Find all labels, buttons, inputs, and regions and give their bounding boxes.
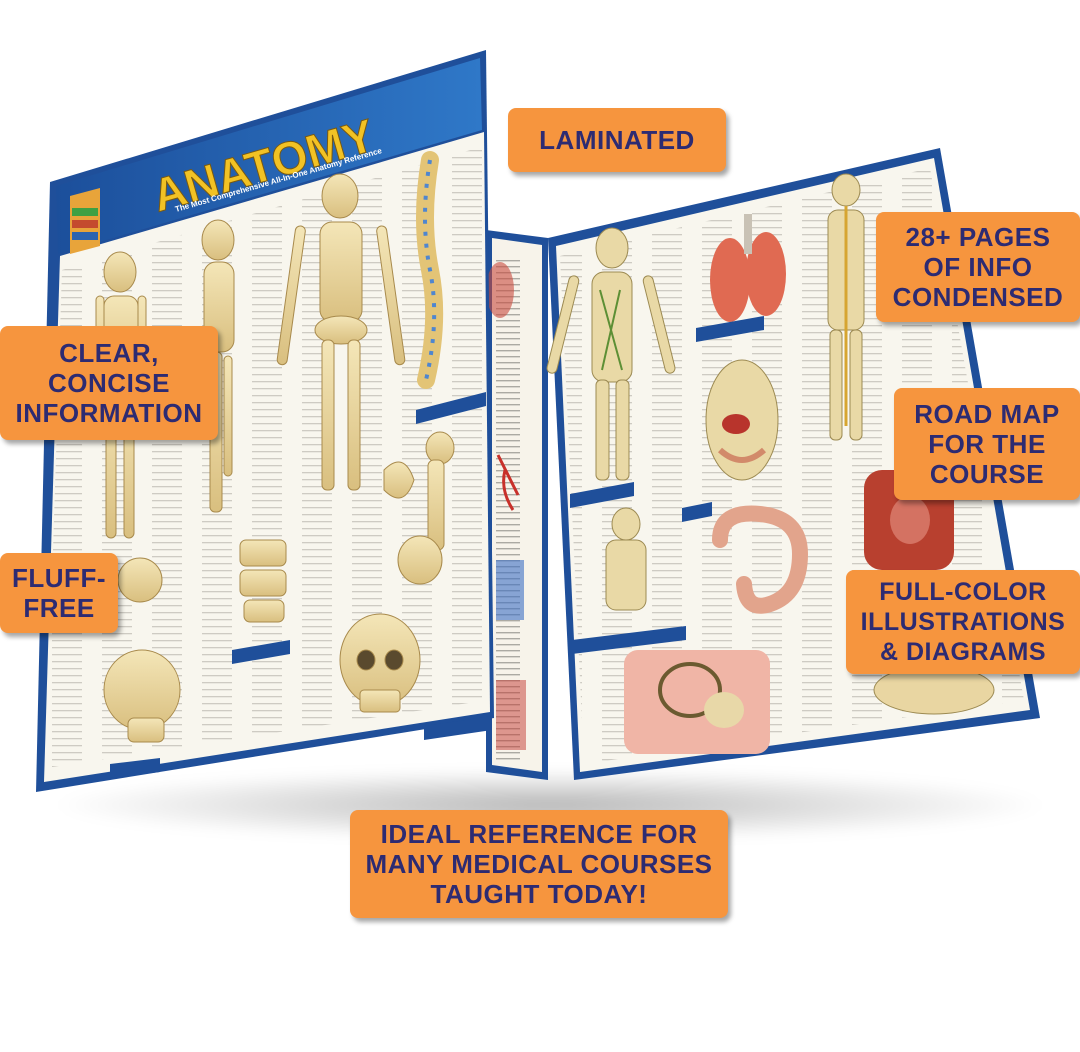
digestive-system-illustration	[705, 359, 779, 481]
road-map-callout-text: ROAD MAP FOR THE COURSE	[914, 399, 1060, 489]
skeleton-posterior-illustration	[276, 173, 406, 491]
fluff-free-callout-text: FLUFF- FREE	[12, 563, 106, 623]
pages-callout-text: 28+ PAGES OF INFO CONDENSED	[892, 222, 1064, 312]
bone-structure-illustration	[383, 431, 455, 585]
spinal-cord-illustration	[117, 539, 287, 623]
respiratory-system-illustration	[710, 214, 786, 322]
left-panel: ANATOMY The Most Comprehensive All-In-On…	[36, 50, 494, 792]
lymphatic-system-illustration	[546, 227, 676, 481]
endocrine-system-illustration	[605, 507, 647, 611]
male-reproductive-illustration	[624, 650, 770, 754]
ideal-reference-callout: IDEAL REFERENCE FOR MANY MEDICAL COURSES…	[350, 810, 728, 918]
pages-callout: 28+ PAGES OF INFO CONDENSED	[876, 212, 1080, 322]
skull-lateral-illustration	[103, 649, 181, 743]
clear-concise-callout-text: CLEAR, CONCISE INFORMATION	[15, 338, 203, 428]
nervous-system-illustration	[827, 173, 865, 441]
fluff-free-callout: FLUFF- FREE	[0, 553, 118, 633]
full-color-callout-text: FULL-COLOR ILLUSTRATIONS & DIAGRAMS	[860, 578, 1066, 666]
laminated-callout: LAMINATED	[508, 108, 726, 172]
skull-anterior-illustration	[339, 613, 421, 713]
clear-concise-callout: CLEAR, CONCISE INFORMATION	[0, 326, 218, 440]
middle-panel	[486, 230, 548, 780]
full-color-callout: FULL-COLOR ILLUSTRATIONS & DIAGRAMS	[846, 570, 1080, 674]
road-map-callout: ROAD MAP FOR THE COURSE	[894, 388, 1080, 500]
ideal-reference-callout-text: IDEAL REFERENCE FOR MANY MEDICAL COURSES…	[365, 819, 713, 909]
colon-illustration	[712, 505, 809, 614]
vertebral-column-illustration	[416, 151, 444, 389]
laminated-callout-text: LAMINATED	[539, 125, 695, 155]
